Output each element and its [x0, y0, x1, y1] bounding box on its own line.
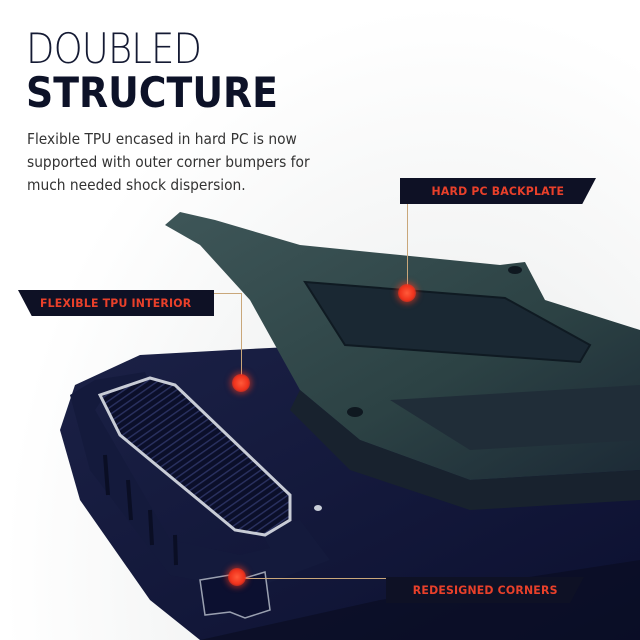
- leader-line-tpu: [241, 293, 242, 375]
- callout-flexible-tpu-interior: FLEXIBLE TPU INTERIOR: [18, 290, 214, 316]
- heading-line-2: STRUCTURE: [26, 68, 278, 117]
- callout-hard-pc-backplate: HARD PC BACKPLATE: [400, 178, 596, 204]
- leader-line-tpu-horizontal: [214, 293, 241, 294]
- leader-line-hard-pc: [407, 204, 408, 292]
- description-text: Flexible TPU encased in hard PC is now s…: [27, 130, 310, 194]
- heading-line-1: DOUBLED: [26, 24, 202, 73]
- callout-label: HARD PC BACKPLATE: [431, 184, 565, 198]
- hotspot-flexible-tpu-interior: [232, 374, 250, 392]
- callout-redesigned-corners: REDESIGNED CORNERS: [386, 577, 584, 603]
- callout-label: REDESIGNED CORNERS: [412, 583, 558, 597]
- hotspot-hard-pc-backplate: [398, 284, 416, 302]
- hotspot-redesigned-corners: [228, 568, 246, 586]
- leader-line-corners: [245, 578, 386, 579]
- callout-label: FLEXIBLE TPU INTERIOR: [40, 296, 192, 310]
